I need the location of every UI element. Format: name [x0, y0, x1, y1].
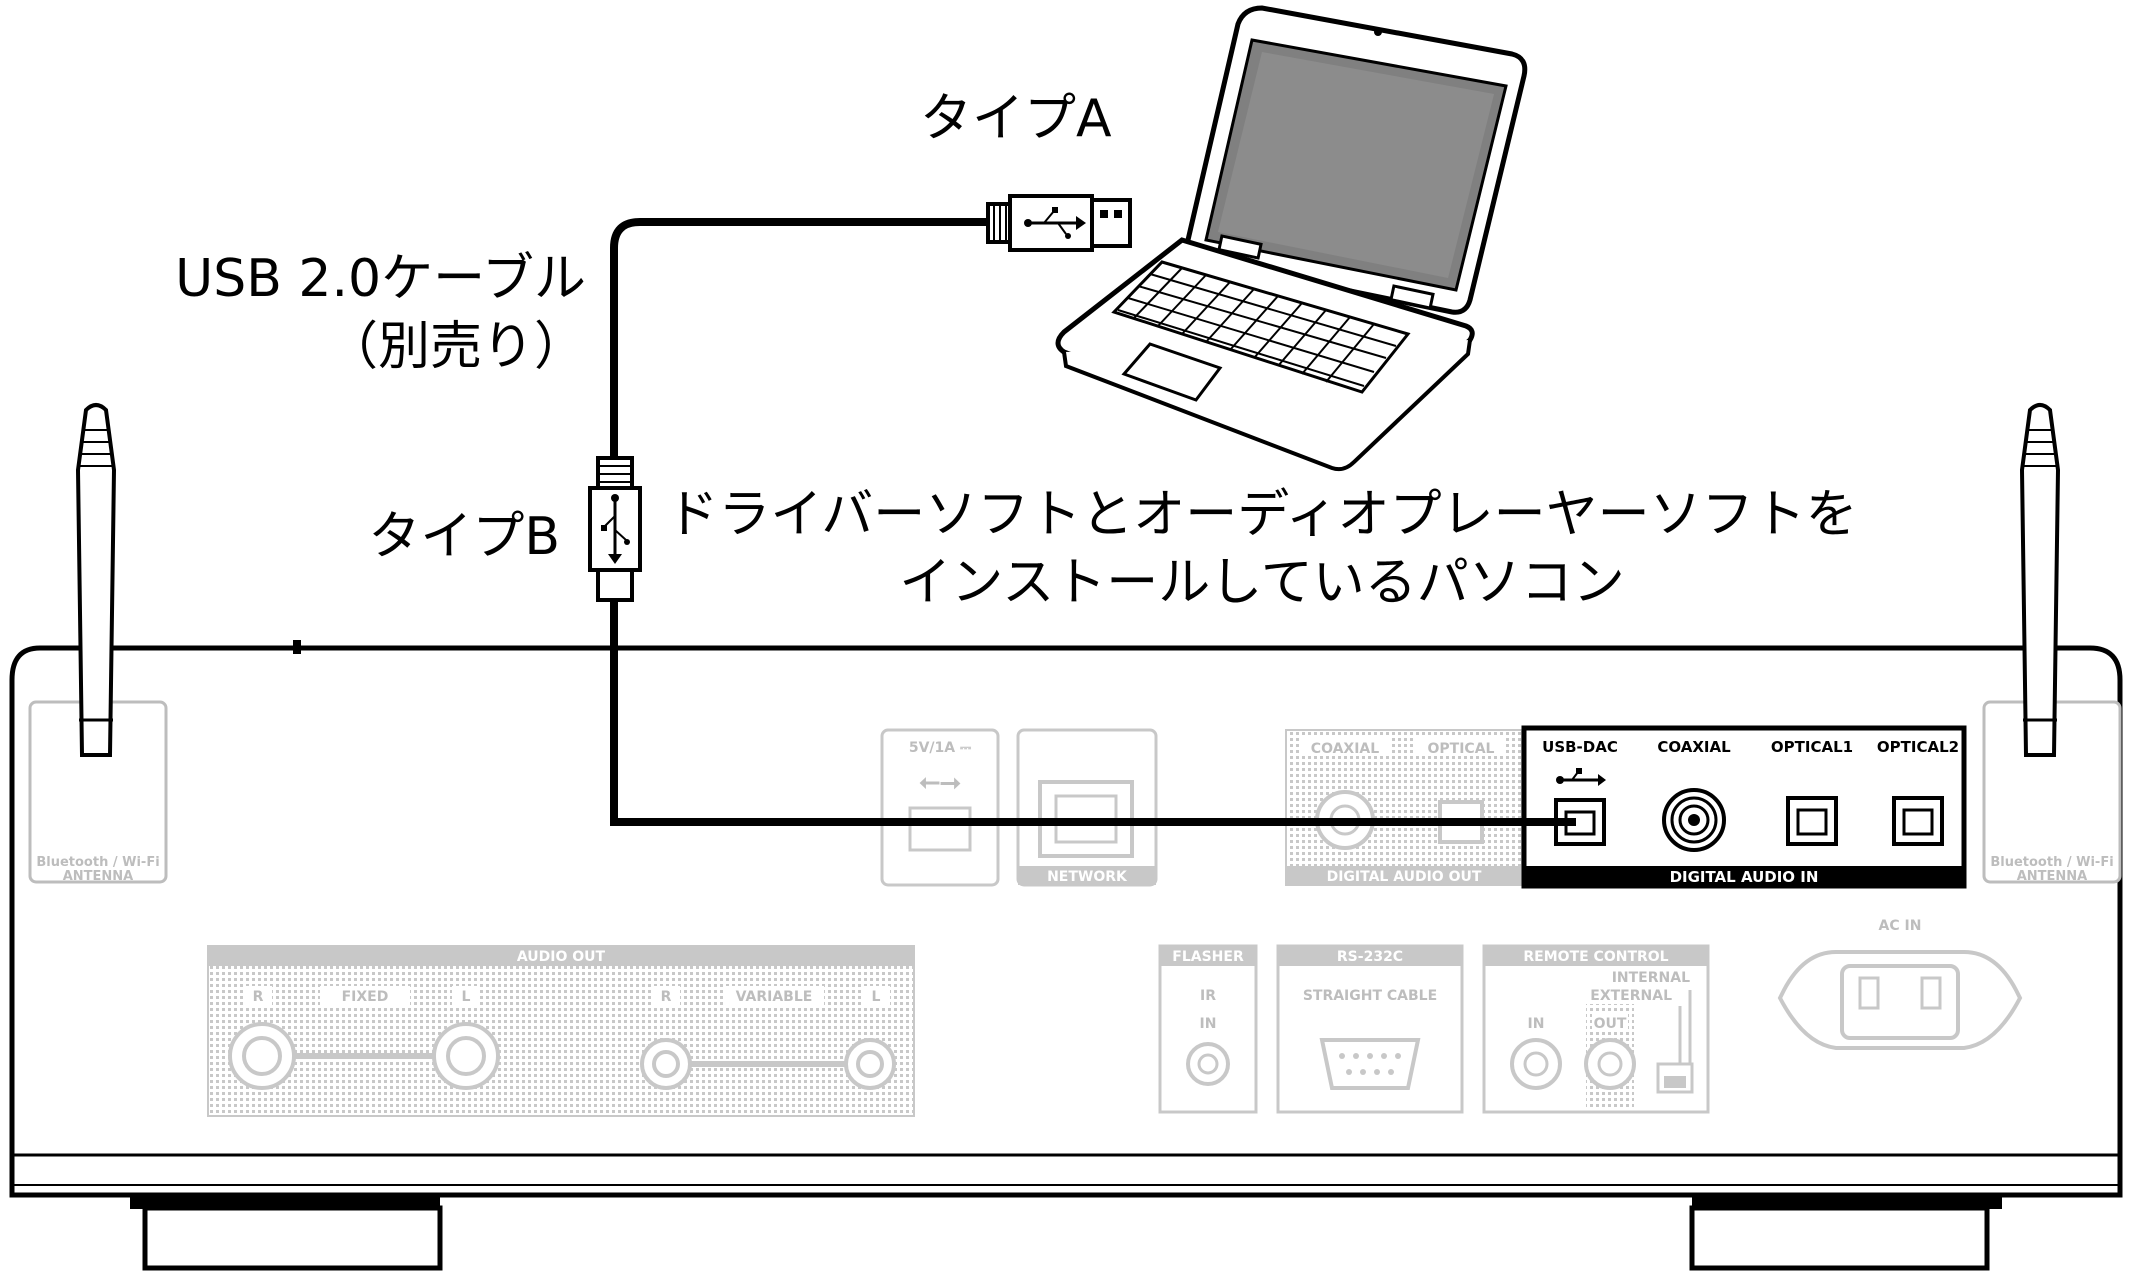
digital-out-title: DIGITAL AUDIO OUT — [1327, 869, 1482, 885]
type-a-label: タイプA — [920, 89, 1112, 149]
digital-out-optical-label: OPTICAL — [1428, 741, 1495, 757]
fixed-r-label: R — [253, 989, 264, 1005]
digital-in-title: DIGITAL AUDIO IN — [1670, 868, 1819, 886]
device-foot-right — [1689, 1195, 2002, 1271]
variable-r-label: R — [661, 989, 672, 1005]
remote-control-group: REMOTE CONTROL INTERNAL EXTERNAL IN OUT — [1482, 944, 1710, 1114]
usb-symbol-icon — [601, 494, 630, 564]
remote-in-label: IN — [1528, 1016, 1545, 1032]
digital-in-optical2-port[interactable] — [1892, 796, 1944, 846]
device-foot-left — [130, 1195, 443, 1271]
flasher-in-label: IN — [1200, 1016, 1217, 1032]
audio-out-group: AUDIO OUT R FIXED L R VARIABLE L — [207, 945, 915, 1117]
usb-power-label: 5V/1A ⎓ — [909, 740, 972, 756]
pc-caption-line1: ドライバーソフトとオーディオプレーヤーソフトを — [666, 485, 1857, 545]
flasher-ir-label: IR — [1200, 988, 1216, 1004]
usb-dac-label: USB-DAC — [1542, 738, 1618, 756]
usb-power-port: 5V/1A ⎓ ⭠⭢ — [880, 728, 1000, 887]
usb-cable — [610, 218, 1576, 826]
usb-symbol-icon — [1024, 207, 1086, 239]
rs232c-group: RS-232C STRAIGHT CABLE — [1276, 944, 1464, 1114]
digital-in-coaxial-jack[interactable] — [1662, 788, 1726, 852]
antenna-left-label-2: ANTENNA — [63, 869, 134, 884]
digital-in-optical1-port[interactable] — [1786, 796, 1838, 846]
variable-label: VARIABLE — [736, 989, 813, 1005]
usb-cable-note: （別売り） — [326, 317, 586, 377]
fixed-l-label: L — [462, 989, 471, 1005]
digital-out-coaxial-label: COAXIAL — [1311, 741, 1379, 757]
rs232c-cable-label: STRAIGHT CABLE — [1303, 988, 1437, 1004]
antenna-right-label-2: ANTENNA — [2017, 869, 2088, 884]
digital-in-optical1-label: OPTICAL1 — [1771, 738, 1853, 756]
type-b-label: タイプB — [368, 507, 560, 567]
remote-title: REMOTE CONTROL — [1523, 949, 1668, 965]
variable-l-label: L — [872, 989, 881, 1005]
antenna-left-label-1: Bluetooth / Wi-Fi — [36, 855, 159, 870]
usb-type-b-connector — [588, 456, 642, 602]
pc-caption-line2: インストールしているパソコン — [899, 553, 1624, 613]
network-port: NETWORK — [1016, 728, 1158, 887]
digital-in-coaxial-label: COAXIAL — [1657, 738, 1731, 756]
digital-in-optical2-label: OPTICAL2 — [1877, 738, 1959, 756]
remote-out-label: OUT — [1594, 1016, 1627, 1032]
usb-dac-icon — [1556, 768, 1606, 786]
digital-audio-in-group: DIGITAL AUDIO IN USB-DAC COAXIAL OPTICAL… — [1521, 725, 1967, 889]
antenna-right: Bluetooth / Wi-Fi ANTENNA — [1982, 403, 2122, 884]
network-label: NETWORK — [1047, 869, 1128, 885]
digital-audio-out-group: COAXIAL OPTICAL DIGITAL AUDIO OUT — [1285, 729, 1523, 886]
audio-out-title: AUDIO OUT — [517, 949, 606, 965]
usb-power-icon: ⭠⭢ — [919, 767, 961, 797]
antenna-left: Bluetooth / Wi-Fi ANTENNA — [28, 403, 168, 884]
usb-cable-label: USB 2.0ケーブル — [175, 249, 586, 309]
flasher-title: FLASHER — [1172, 949, 1244, 965]
flasher-group: FLASHER IR IN — [1158, 944, 1258, 1114]
fixed-label: FIXED — [342, 989, 389, 1005]
laptop-computer — [1055, 5, 1528, 472]
remote-external-label: EXTERNAL — [1590, 988, 1672, 1004]
antenna-right-label-1: Bluetooth / Wi-Fi — [1990, 855, 2113, 870]
ac-inlet: AC IN — [1777, 918, 2023, 1050]
rs232c-title: RS-232C — [1337, 949, 1403, 965]
usb-type-a-connector — [986, 194, 1132, 252]
ac-in-label: AC IN — [1879, 918, 1922, 934]
remote-internal-label: INTERNAL — [1612, 970, 1690, 986]
